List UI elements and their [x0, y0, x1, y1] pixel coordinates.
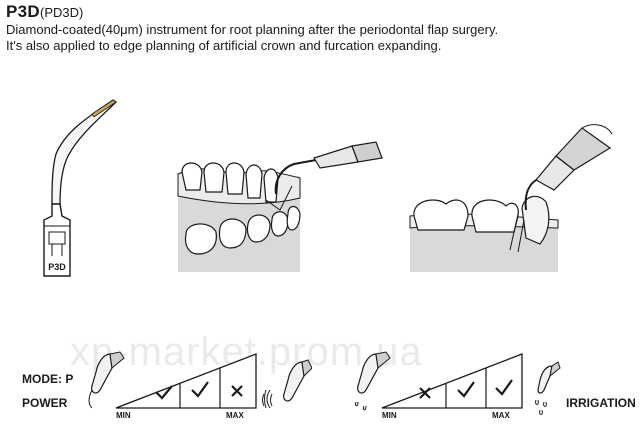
model-code: P3D: [6, 2, 40, 21]
root-planing-illustration: [409, 124, 613, 272]
power-mark-3-cross-icon: [231, 385, 243, 397]
irrigation-wedge-chart: MIN MAX: [354, 351, 561, 420]
power-label: POWER: [22, 396, 68, 410]
power-min-label: MIN: [116, 411, 131, 420]
handpiece-icon: [264, 359, 312, 409]
irrigation-mark-3-check-icon: [495, 379, 513, 396]
description-line-1: Diamond-coated(40μm) instrument for root…: [6, 22, 499, 37]
model-subcode: (PD3D): [39, 5, 84, 20]
power-max-label: MAX: [226, 411, 244, 420]
power-mark-2-check-icon: [191, 381, 209, 398]
irrigation-min-label: MIN: [382, 411, 397, 420]
irrigation-mark-2-check-icon: [457, 381, 475, 398]
scaler-tip-illustration: P3D: [43, 99, 118, 277]
power-wedge-chart: MIN MAX: [88, 351, 271, 420]
irrigation-max-label: MAX: [492, 411, 510, 420]
header: P3D(PD3D) Diamond-coated(40μm) instrumen…: [6, 3, 636, 54]
mode-label: MODE: P: [22, 372, 74, 386]
irrigation-mark-1-cross-icon: [419, 387, 431, 399]
tip-engraving: P3D: [48, 262, 66, 272]
title: P3D(PD3D): [6, 3, 636, 22]
description-line-2: It's also applied to edge planning of ar…: [6, 38, 442, 53]
irrigation-label: IRRIGATION: [566, 396, 636, 410]
power-mark-1-check-icon: [155, 385, 173, 400]
dental-arch-illustration: [177, 141, 383, 272]
